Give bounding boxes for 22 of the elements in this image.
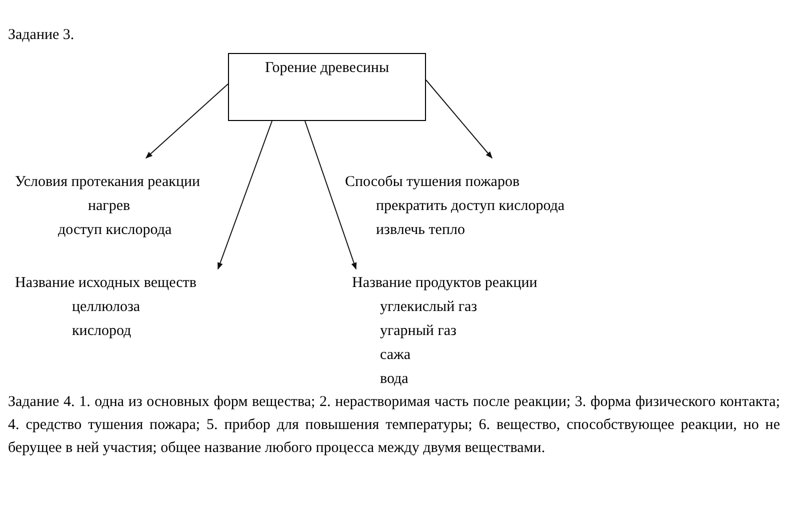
arrow	[426, 80, 492, 159]
list-item: извлечь тепло	[376, 221, 465, 240]
arrow	[218, 120, 272, 270]
list-item: сажа	[380, 346, 411, 365]
group-heading: Название продуктов реакции	[352, 274, 538, 293]
list-item: доступ кислорода	[58, 221, 172, 240]
list-item: кислород	[72, 322, 132, 341]
list-item: угарный газ	[380, 322, 456, 341]
group-heading: Условия протекания реакции	[15, 173, 200, 192]
topic-box	[228, 53, 426, 121]
list-item: целлюлоза	[72, 298, 140, 317]
list-item: углекислый газ	[380, 298, 478, 317]
list-item: прекратить доступ кислорода	[376, 197, 565, 216]
list-item: нагрев	[88, 197, 130, 216]
group-heading: Способы тушения пожаров	[345, 173, 520, 192]
group-heading: Название исходных веществ	[15, 274, 196, 293]
list-item: вода	[380, 370, 408, 389]
arrow	[304, 120, 357, 270]
topic-title: Горение древесины	[264, 59, 390, 78]
arrow	[145, 84, 228, 158]
task-paragraph: Задание 4. 1. одна из основных форм вещества; 2. нерастворимая часть после реакции; 3. форма физического контакта; 4. средство тушения пожара; 5. прибор для повышения температуры; 6. вещество, способствующее реакции, но не берущее в ней участия; общее название любого процесса между двумя веществами.	[8, 393, 780, 458]
task-heading: Задание 3.	[8, 26, 74, 45]
